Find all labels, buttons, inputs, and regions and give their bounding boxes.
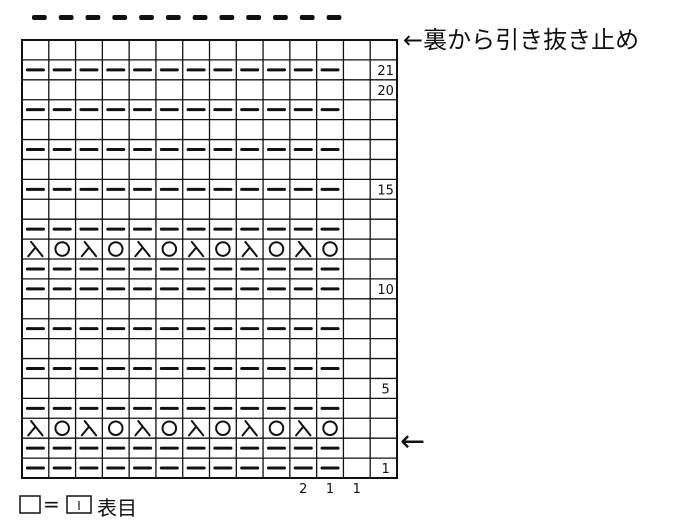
yarn-over-symbol — [215, 420, 231, 436]
k2tog-symbol — [241, 420, 258, 437]
bind-off-dash — [326, 15, 342, 20]
legend-text: 表目 — [97, 496, 137, 520]
start-arrow: ← — [400, 424, 426, 459]
row-number-label: 5 — [381, 382, 389, 397]
yarn-over-symbol — [268, 420, 285, 436]
bind-off-dash — [192, 15, 208, 20]
yarn-over-symbol — [322, 420, 338, 436]
k2tog-symbol — [27, 420, 44, 437]
stitch-count-labels: 2 1 1 — [299, 482, 361, 497]
legend-knit-box — [66, 495, 92, 514]
row-number-label: 15 — [377, 183, 394, 198]
yarn-over-symbol — [161, 241, 178, 257]
bind-off-dash — [246, 15, 262, 20]
bind-off-dash — [165, 15, 181, 20]
k2tog-symbol — [134, 420, 151, 437]
bind-off-dash — [32, 15, 47, 20]
yarn-over-symbol — [161, 420, 178, 436]
bind-off-dash — [273, 15, 288, 20]
legend-equals: = — [43, 492, 60, 516]
yarn-over-symbol — [107, 241, 124, 257]
bind-off-annotation: ←裏から引き抜き止め — [403, 26, 640, 54]
bind-off-dash — [112, 15, 128, 20]
row-number-label: 1 — [381, 462, 389, 477]
legend-knit-symbol: I — [77, 499, 81, 513]
k2tog-symbol — [27, 240, 44, 258]
yarn-over-symbol — [215, 241, 231, 257]
yarn-over-symbol — [54, 241, 70, 257]
k2tog-symbol — [241, 240, 258, 258]
stitch-count-label: 1 — [353, 482, 361, 497]
row-number-label: 20 — [377, 84, 394, 99]
bind-off-dashes — [32, 15, 342, 20]
chart-grid — [21, 39, 398, 479]
bind-off-dash — [85, 15, 101, 20]
row-number-label: 21 — [377, 64, 394, 79]
yarn-over-symbol — [107, 420, 124, 436]
legend-empty-box — [19, 495, 41, 514]
k2tog-symbol — [295, 420, 312, 437]
bind-off-dash — [139, 15, 154, 20]
bind-off-dash — [219, 15, 235, 20]
bind-off-dash — [299, 15, 315, 20]
k2tog-symbol — [80, 420, 98, 437]
yarn-over-symbol — [268, 241, 285, 257]
k2tog-symbol — [134, 240, 151, 258]
yarn-over-symbol — [322, 241, 338, 257]
k2tog-symbol — [187, 420, 205, 437]
bind-off-dash — [58, 15, 74, 20]
legend-key: I — [19, 495, 92, 514]
k2tog-symbol — [295, 240, 312, 258]
stitch-count-label: 1 — [326, 482, 334, 497]
stitch-symbols — [25, 68, 340, 470]
yarn-over-symbol — [54, 420, 70, 436]
row-number-label: 10 — [377, 283, 394, 298]
stitch-count-label: 2 — [299, 482, 307, 497]
row-number-labels: 21 20 15 10 5 1 — [377, 64, 394, 477]
k2tog-symbol — [187, 240, 205, 258]
k2tog-symbol — [80, 240, 98, 258]
